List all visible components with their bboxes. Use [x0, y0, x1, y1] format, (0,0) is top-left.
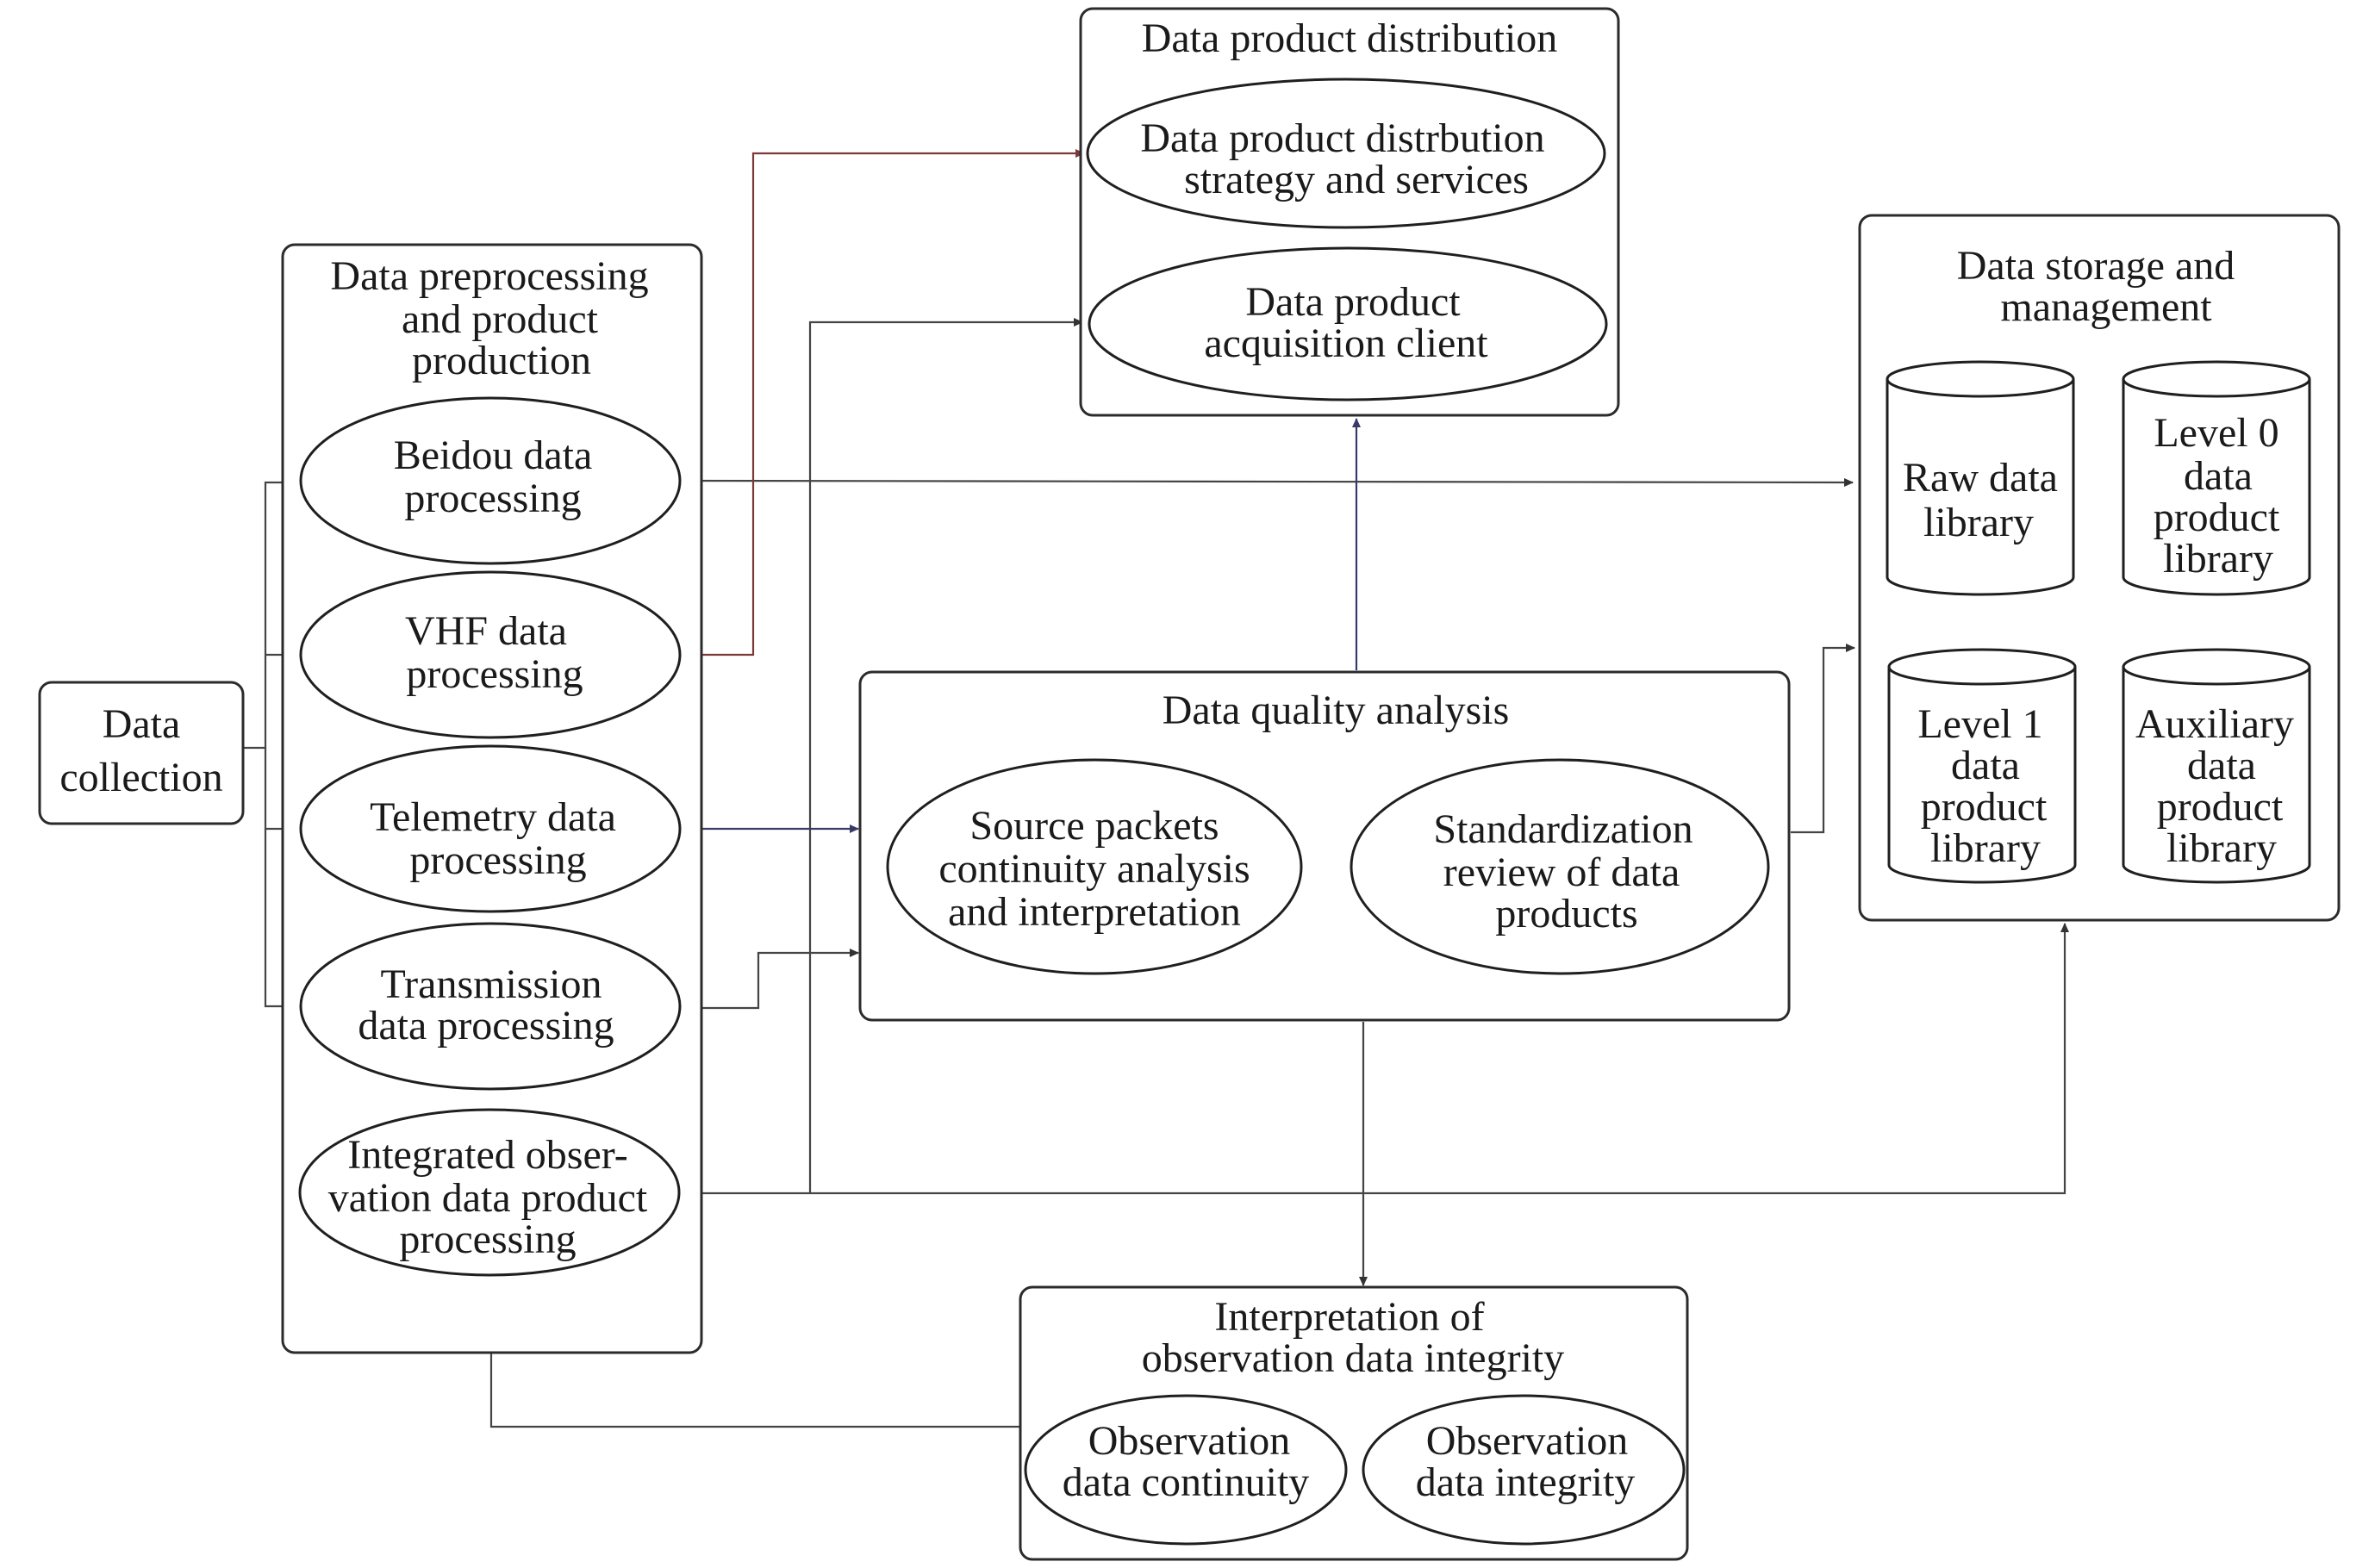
auxiliary-cylinder-top [2122, 648, 2311, 686]
distribution-group: Data product distribution Data product d… [1079, 7, 1620, 417]
standardization-label-3: products [1495, 891, 1637, 936]
integrated-label-2: vation data product [328, 1175, 648, 1221]
level0-cylinder-top [2122, 360, 2311, 398]
preprocessing-title-1: Data preprocessing [330, 253, 648, 299]
data-collection-box [38, 681, 245, 825]
acquisition-client-label-2: acquisition client [1204, 320, 1488, 366]
auxiliary-label-2: data [2187, 743, 2256, 788]
vhf-label-2: processing [406, 651, 583, 697]
storage-group: Data storage and management Raw data lib… [1858, 214, 2341, 922]
observation-continuity-node: Observation data continuity [1024, 1394, 1348, 1546]
raw-data-cylinder-body [1886, 379, 2075, 596]
level0-label-1: Level 0 [2154, 410, 2278, 456]
auxiliary-library-node: Auxiliary data product library [2122, 648, 2311, 884]
storage-title-2: management [2000, 284, 2212, 330]
raw-data-label-1: Raw data [1903, 455, 2058, 501]
standardization-ellipse [1350, 758, 1770, 975]
observation-integrity-label-2: data integrity [1416, 1459, 1636, 1505]
beidou-label-1: Beidou data [394, 432, 593, 478]
quality-group: Data quality analysis Source packets con… [858, 670, 1791, 1022]
observation-continuity-label-1: Observation [1088, 1418, 1291, 1464]
level1-label-2: data [1951, 743, 2020, 788]
source-packets-label-3: and interpretation [948, 889, 1241, 935]
quality-title: Data quality analysis [1163, 688, 1510, 733]
preprocessing-group: Data preprocessing and product productio… [281, 243, 703, 1354]
auxiliary-cylinder-body [2122, 667, 2311, 884]
standardization-label-2: review of data [1443, 849, 1680, 895]
distribution-title: Data product distribution [1142, 16, 1558, 61]
data-collection-node: Data collection [38, 681, 245, 825]
telemetry-processing-node: Telemetry data processing [299, 744, 682, 913]
distribution-strategy-ellipse [1086, 78, 1606, 229]
beidou-label-2: processing [404, 476, 581, 521]
standardization-node: Standardization review of data products [1350, 758, 1770, 975]
edge-beidou-storage [680, 477, 1854, 487]
acquisition-client-ellipse [1088, 246, 1608, 401]
source-packets-node: Source packets continuity analysis and i… [886, 758, 1303, 975]
source-packets-label-2: continuity analysis [938, 846, 1250, 892]
level0-label-4: library [2163, 536, 2273, 582]
raw-data-label-2: library [1923, 500, 2034, 545]
raw-data-cylinder-top [1886, 360, 2075, 398]
auxiliary-label-1: Auxiliary [2135, 701, 2294, 747]
integrity-group: Interpretation of observation data integ… [1019, 1285, 1689, 1561]
edge-integrated-storage [681, 923, 2069, 1195]
acquisition-client-node: Data product acquisition client [1088, 246, 1608, 401]
observation-continuity-label-2: data continuity [1063, 1459, 1310, 1505]
level0-cylinder-body [2122, 379, 2311, 596]
observation-integrity-node: Observation data integrity [1362, 1394, 1686, 1546]
edge-quality-storage [1791, 644, 1855, 834]
source-packets-label-1: Source packets [969, 803, 1219, 849]
level0-library-node: Level 0 data product library [2122, 360, 2311, 596]
transmission-label-1: Transmission [381, 961, 602, 1007]
distribution-strategy-label-1: Data product distrbution [1140, 115, 1544, 161]
integrated-processing-ellipse [298, 1108, 681, 1277]
level1-label-3: product [1921, 784, 2048, 830]
integrity-title-2: observation data integrity [1142, 1335, 1565, 1381]
observation-integrity-label-1: Observation [1426, 1418, 1629, 1464]
edge-integrated-client [808, 318, 1083, 1193]
telemetry-label-2: processing [409, 837, 586, 883]
integrated-label-1: Integrated obser- [347, 1132, 628, 1178]
level1-cylinder-body [1887, 667, 2077, 884]
level0-label-3: product [2154, 495, 2280, 540]
observation-continuity-ellipse [1024, 1394, 1348, 1546]
level0-label-2: data [2184, 453, 2253, 499]
vhf-processing-ellipse [299, 570, 682, 739]
auxiliary-label-4: library [2166, 825, 2277, 871]
transmission-processing-node: Transmission data processing [299, 922, 682, 1091]
acquisition-client-label-1: Data product [1245, 279, 1461, 325]
level1-cylinder-top [1887, 648, 2077, 686]
preprocessing-title-3: production [412, 338, 591, 383]
auxiliary-label-3: product [2157, 784, 2284, 830]
observation-integrity-ellipse [1362, 1394, 1686, 1546]
beidou-processing-node: Beidou data processing [299, 396, 682, 565]
edge-transmission-quality [681, 949, 859, 1010]
integrity-title-1: Interpretation of [1214, 1294, 1484, 1340]
vhf-processing-node: VHF data processing [299, 570, 682, 739]
edge-vhf-distribution [681, 149, 1085, 656]
level1-library-node: Level 1 data product library [1887, 648, 2077, 884]
source-packets-ellipse [886, 758, 1303, 975]
telemetry-label-1: Telemetry data [370, 794, 616, 840]
telemetry-processing-ellipse [299, 744, 682, 913]
vhf-label-1: VHF data [405, 608, 567, 654]
beidou-processing-ellipse [299, 396, 682, 565]
transmission-processing-ellipse [299, 922, 682, 1091]
level1-label-1: Level 1 [1917, 701, 2042, 747]
data-collection-label-2: collection [59, 755, 222, 800]
storage-title-1: Data storage and [1957, 243, 2235, 289]
data-collection-label-1: Data [103, 701, 181, 747]
level1-label-4: library [1930, 825, 2041, 871]
raw-data-library-node: Raw data library [1886, 360, 2075, 596]
standardization-label-1: Standardization [1433, 806, 1692, 852]
integrated-processing-node: Integrated obser- vation data product pr… [298, 1108, 681, 1277]
transmission-label-2: data processing [358, 1003, 614, 1048]
distribution-strategy-label-2: strategy and services [1184, 157, 1529, 202]
preprocessing-title-2: and product [402, 296, 599, 342]
distribution-strategy-node: Data product distrbution strategy and se… [1086, 78, 1606, 229]
integrated-label-3: processing [399, 1216, 576, 1262]
